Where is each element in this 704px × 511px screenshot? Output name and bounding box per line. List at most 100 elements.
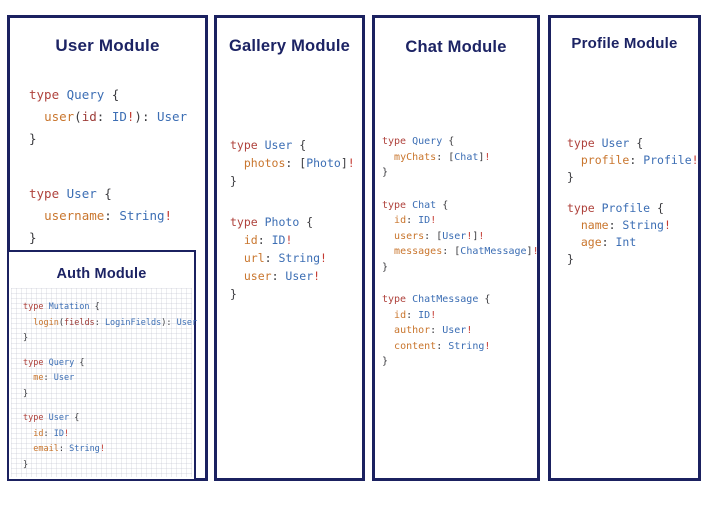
code-line: } [567,169,699,186]
token-ty: User [48,413,75,423]
code-block: type User { profile: Profile!} [567,135,699,186]
token-ar: fields [63,317,95,328]
code-line: profile: Profile! [567,152,699,169]
token-ty: Chat [454,151,479,163]
token-ty: String [119,208,165,223]
token-pu: { [448,136,455,147]
code-snippet-gallery: type User { photos: [Photo]!}type Photo … [230,136,355,326]
token-pu [23,318,33,328]
token-pu: } [382,261,389,273]
token-fd: profile [580,153,630,167]
code-line: name: String! [567,217,699,234]
module-card-gallery: Gallery Module type User { photos: [Phot… [214,15,365,481]
token-pu: } [567,170,574,184]
token-pu: [ [454,246,461,257]
token-pu: : [601,235,616,249]
token-ty: User [442,230,467,242]
token-kw: type [382,294,413,305]
token-pu [382,246,394,257]
token-kw: type [23,413,49,423]
code-line: type Query { [29,84,187,106]
token-fd: user [243,269,272,283]
token-pu: ( [58,317,64,328]
code-line: } [29,128,187,150]
token-pu: { [442,199,449,211]
token-pu: : [104,208,120,223]
token-pu [29,208,44,223]
code-line: } [567,251,699,268]
token-pu [230,233,244,247]
token-pu: } [29,131,37,146]
module-card-chat: Chat Module type Query { myChats: [Chat]… [372,15,540,481]
token-ty: User [157,109,188,124]
token-fd: email [33,444,59,454]
code-line: user(id: ID!): User [29,106,187,128]
code-line: type User { [567,135,699,152]
code-line: id: ID! [382,213,539,229]
code-line: messages: [ChatMessage]! [382,244,539,260]
code-line: login(fields: LoginFields): User [23,316,197,332]
token-pu [23,373,33,383]
code-line: } [29,227,187,249]
module-title-auth: Auth Module [56,266,147,282]
code-line: id: ID! [230,231,355,249]
token-pu: } [230,174,237,188]
token-bn: ! [532,246,539,257]
token-fd: photos [243,156,286,170]
token-pu [382,325,394,336]
code-line: id: ID! [23,427,197,443]
code-block: type Photo { id: ID! url: String! user: … [230,213,355,303]
token-pu: : [430,325,443,336]
module-title-chat: Chat Module [405,38,507,56]
token-fd: user [44,109,75,124]
code-line: } [23,331,197,347]
token-pu: ] [340,156,348,170]
token-pu: : [58,444,70,454]
token-kw: type [567,201,602,215]
code-line: } [23,387,197,403]
token-pu: } [382,356,389,367]
code-block: type User { username: String!} [29,183,187,249]
module-title-profile: Profile Module [571,35,678,52]
token-pu: : [436,340,449,352]
token-pu: } [29,230,37,245]
token-pu: } [567,252,574,266]
token-ty: String [448,340,485,352]
token-pu: { [306,215,314,229]
token-fd: url [243,251,265,265]
token-pu [29,109,44,124]
token-pu: { [94,302,100,312]
token-ty: ID [271,233,286,247]
token-pu [567,153,581,167]
token-pu [23,444,33,454]
code-block: type Query { user(id: ID!): User} [29,84,187,150]
token-fd: id [33,428,44,439]
code-line: type Profile { [567,200,699,217]
token-ty: Mutation [48,302,95,312]
token-pu: } [230,287,237,301]
token-pu: ] [478,151,485,163]
module-title-user: User Module [55,36,160,55]
token-pu: ] [526,246,533,257]
token-ty: LoginFields [104,317,162,328]
token-pu [230,156,244,170]
token-ty: User [264,138,300,152]
code-line: url: String! [230,249,355,267]
token-pu: : [629,153,644,167]
token-ty: Chat [412,199,443,211]
token-bn: ! [320,251,327,265]
token-fd: username [44,208,105,223]
token-fd: users [394,230,425,242]
token-pu: ] [472,230,479,242]
token-pu: { [111,87,120,102]
token-bn: ! [164,208,173,223]
auth-grid-background [11,288,192,477]
token-pu: [ [299,156,307,170]
token-pu: [ [448,151,455,163]
token-pu [382,231,394,242]
code-line: content: String! [382,339,539,355]
token-ty: User [176,317,198,328]
token-fd: id [394,309,407,321]
code-line: } [230,285,355,303]
